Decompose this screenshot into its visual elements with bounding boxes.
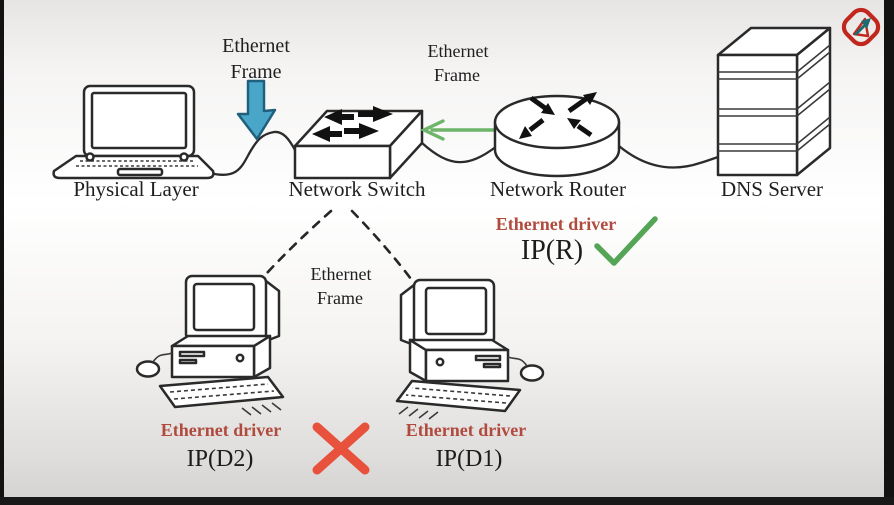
desktop-computer-right-icon xyxy=(395,278,545,421)
ethernet-frame-label-bottom-line2: Frame xyxy=(317,288,363,308)
router-ethernet-driver-label: Ethernet driver xyxy=(496,214,616,234)
router-ip-label: IP(R) xyxy=(521,235,583,266)
network-cables xyxy=(208,130,720,176)
pc-right-ip-label: IP(D1) xyxy=(436,446,503,472)
network-router-icon xyxy=(493,92,621,178)
pc-left-ip-label: IP(D2) xyxy=(187,446,254,472)
green-arrow-icon xyxy=(420,119,497,141)
laptop-icon xyxy=(52,84,215,180)
letterbox-right xyxy=(884,0,894,505)
ethernet-frame-label-mid-line1: Ethernet xyxy=(428,41,489,61)
ethernet-frame-label-bottom-line1: Ethernet xyxy=(311,264,372,284)
ethernet-frame-arrow-blue-icon xyxy=(236,79,277,141)
switch-label: Network Switch xyxy=(288,177,426,201)
router-arrows-icon xyxy=(519,92,597,139)
letterbox-bottom xyxy=(0,497,894,505)
switch-arrows-icon xyxy=(312,106,393,142)
laptop-label: Physical Layer xyxy=(73,177,198,201)
router-label: Network Router xyxy=(490,177,626,201)
ethernet-frame-label-left-line1: Ethernet xyxy=(222,35,290,57)
network-switch-icon xyxy=(293,106,424,180)
dns-server-label: DNS Server xyxy=(721,177,823,201)
ethernet-frame-label-left-line2: Frame xyxy=(230,61,281,83)
server-grooves xyxy=(718,44,831,152)
letterbox-left xyxy=(0,0,4,505)
cross-icon xyxy=(312,422,370,475)
pc-right-ethernet-driver-label: Ethernet driver xyxy=(406,420,526,440)
pc-left-ethernet-driver-label: Ethernet driver xyxy=(161,420,281,440)
desktop-computer-left-icon xyxy=(135,274,285,416)
channel-logo-watermark-icon xyxy=(841,7,881,47)
dashed-ethernet-links xyxy=(265,209,416,285)
dns-server-icon xyxy=(716,26,832,177)
ethernet-frame-label-mid-line2: Frame xyxy=(434,65,480,85)
checkmark-icon xyxy=(594,216,658,266)
